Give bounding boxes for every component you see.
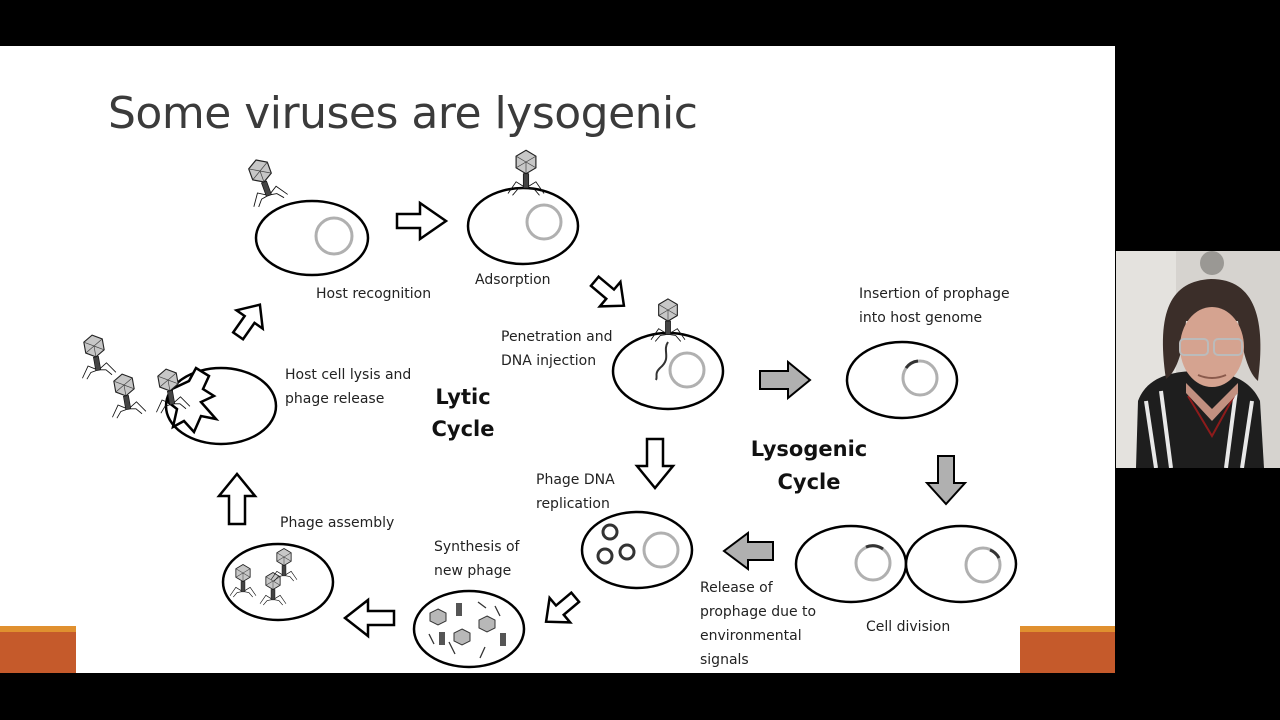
synthesis-cell bbox=[412, 589, 526, 669]
accent-bar-left bbox=[0, 626, 76, 673]
replication-label-line2: replication bbox=[536, 496, 610, 512]
penetration-label-line1: Penetration and bbox=[501, 329, 612, 345]
insertion-label-line2: into host genome bbox=[859, 310, 982, 326]
host-recognition-cell bbox=[238, 153, 370, 277]
lysogenic-arrow-1 bbox=[759, 359, 812, 401]
host-recognition-label: Host recognition bbox=[316, 286, 431, 302]
synthesis-label-line2: new phage bbox=[434, 563, 511, 579]
release-label-line3: environmental bbox=[700, 628, 802, 644]
cell-division-label: Cell division bbox=[866, 619, 950, 635]
assembly-cell bbox=[221, 542, 335, 622]
release-label-line2: prophage due to bbox=[700, 604, 816, 620]
synthesis-label-line1: Synthesis of bbox=[434, 539, 521, 555]
presenter-webcam-icon bbox=[1116, 251, 1280, 468]
lytic-cycle-label-line2: Cycle bbox=[432, 417, 495, 441]
lysis-label-line1: Host cell lysis and bbox=[285, 367, 411, 383]
lytic-arrow-6 bbox=[216, 472, 258, 526]
lysogenic-arrow-3 bbox=[722, 531, 774, 571]
lytic-arrow-4 bbox=[544, 590, 581, 624]
cell-division-cells bbox=[794, 524, 1018, 604]
phage-icon bbox=[104, 370, 147, 420]
insertion-cell bbox=[845, 340, 959, 420]
penetration-label-line2: DNA injection bbox=[501, 353, 596, 369]
accent-bar-right bbox=[1020, 626, 1115, 673]
phage-icon bbox=[238, 153, 289, 210]
lysogenic-cycle-label-line2: Cycle bbox=[778, 470, 841, 494]
release-label-line1: Release of bbox=[700, 580, 774, 596]
lysis-label-line2: phage release bbox=[285, 391, 384, 407]
phage-icon bbox=[74, 331, 117, 381]
lytic-cycle-label-line1: Lytic bbox=[435, 385, 490, 409]
insertion-label-line1: Insertion of prophage bbox=[859, 286, 1010, 302]
slide-title: Some viruses are lysogenic bbox=[108, 88, 698, 139]
replication-cell bbox=[580, 510, 694, 590]
lytic-arrow-5 bbox=[342, 597, 396, 639]
adsorption-label: Adsorption bbox=[475, 272, 551, 288]
lytic-arrow-2 bbox=[589, 274, 626, 308]
penetration-cell bbox=[611, 298, 725, 411]
bacteriophage-cycle-diagram: Host recognition Adsorption Penetration … bbox=[74, 149, 1018, 669]
lytic-arrow-3 bbox=[634, 437, 676, 490]
release-label-line4: signals bbox=[700, 652, 749, 668]
adsorption-cell bbox=[466, 149, 580, 266]
lytic-arrow-7 bbox=[231, 303, 265, 342]
slide: Some viruses are lysogenic Host recognit… bbox=[0, 46, 1115, 673]
assembly-label: Phage assembly bbox=[280, 515, 394, 531]
lysogenic-cycle-label-line1: Lysogenic bbox=[751, 437, 867, 461]
lytic-arrow-1 bbox=[395, 200, 449, 242]
lysis-cell bbox=[74, 331, 278, 446]
lysogenic-arrow-2 bbox=[924, 455, 968, 506]
replication-label-line1: Phage DNA bbox=[536, 472, 615, 488]
